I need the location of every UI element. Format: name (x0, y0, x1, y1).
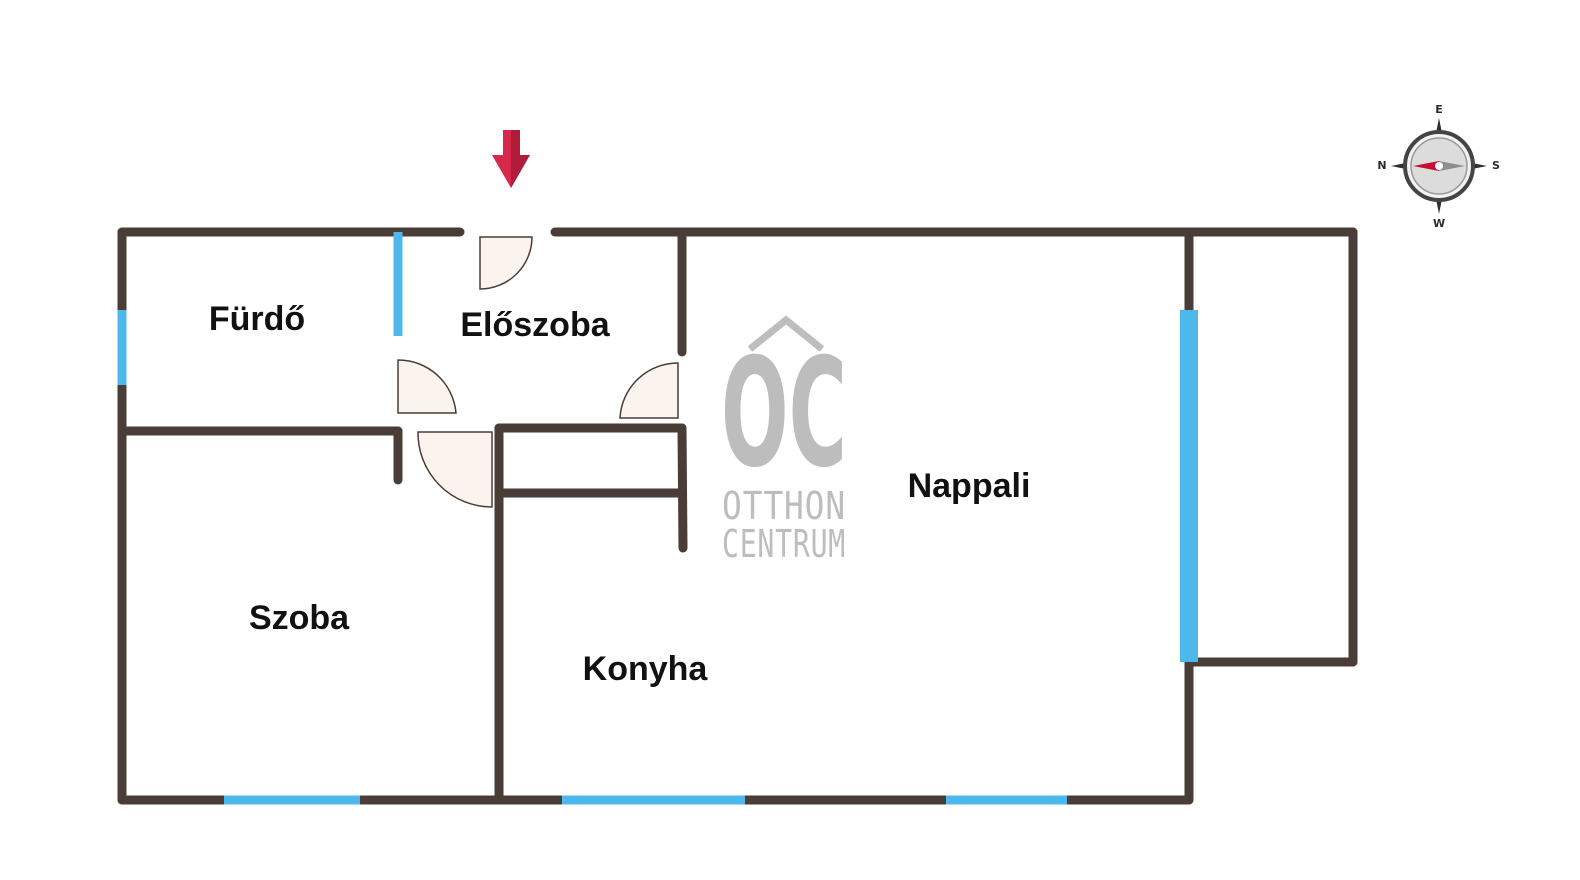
room-label-eloszoba: Előszoba (460, 306, 610, 344)
door-entrance[interactable] (479, 236, 533, 290)
door-nappali[interactable] (619, 362, 679, 419)
compass-letter-right: S (1492, 159, 1500, 172)
entrance-arrow-icon (492, 130, 530, 188)
compass-letter-bottom: W (1433, 217, 1445, 230)
compass-needle-icon (1413, 161, 1439, 171)
room-label-konyha: Konyha (583, 650, 709, 688)
logo-line-centrum: CENTRUM (722, 522, 846, 566)
logo-roof-icon (747, 315, 825, 352)
door-furdo[interactable] (397, 359, 457, 414)
logo-mark: OC (721, 327, 847, 501)
room-label-furdo: Fürdő (209, 300, 305, 338)
compass-rose-icon: E S W N (1377, 103, 1500, 230)
windows (117, 232, 1198, 805)
logo-line-otthon: OTTHON (722, 484, 846, 528)
watermark-logo: OC OTTHON CENTRUM (721, 315, 847, 566)
wall-pantry-right (677, 423, 688, 553)
walls (117, 227, 1358, 805)
door-szoba[interactable] (417, 431, 493, 508)
compass-letter-top: E (1435, 103, 1443, 116)
room-label-szoba: Szoba (249, 599, 350, 637)
doors (397, 236, 679, 508)
compass-letter-left: N (1377, 159, 1386, 172)
room-label-nappali: Nappali (908, 467, 1031, 505)
